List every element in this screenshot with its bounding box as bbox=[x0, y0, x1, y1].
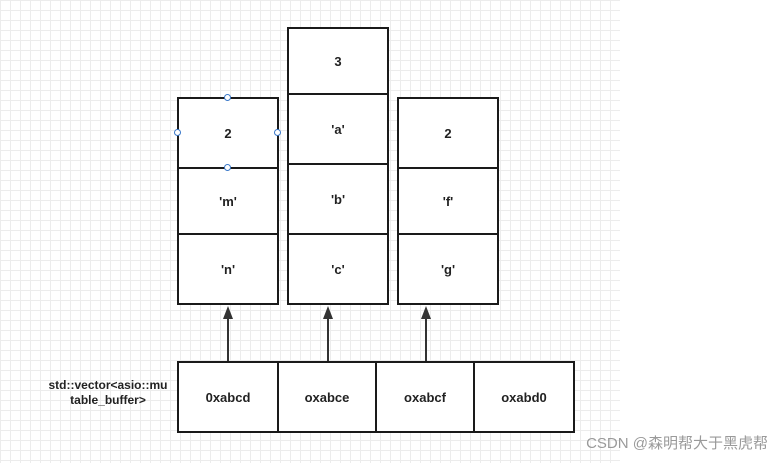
arrow-head bbox=[323, 306, 333, 319]
diagram-canvas: 2 'm' 'n' 3 'a' 'b' 'c' 2 'f' 'g' std::v… bbox=[0, 0, 620, 463]
watermark-text: CSDN @森明帮大于黑虎帮 bbox=[586, 435, 768, 452]
block-middle-byte-cell: 'a' bbox=[287, 93, 389, 165]
block-middle-byte-cell: 'c' bbox=[287, 233, 389, 305]
block-left-byte-text: 'n' bbox=[220, 261, 236, 277]
block-right-size-text: 2 bbox=[444, 125, 452, 141]
block-right-byte-cell: 'g' bbox=[397, 233, 499, 305]
block-middle-size-text: 3 bbox=[334, 53, 342, 69]
vector-entry-text: oxabcf bbox=[404, 389, 446, 405]
vector-entry-cell: oxabd0 bbox=[473, 361, 575, 433]
block-right-byte-text: 'g' bbox=[440, 261, 456, 277]
block-middle-byte-text: 'c' bbox=[331, 261, 345, 277]
arrow-head bbox=[223, 306, 233, 319]
block-middle-byte-text: 'a' bbox=[331, 121, 345, 137]
pointer-arrows bbox=[223, 306, 431, 362]
block-middle-size-cell: 3 bbox=[287, 27, 389, 95]
block-middle-byte-text: 'b' bbox=[330, 191, 346, 207]
block-right-size-cell: 2 bbox=[397, 97, 499, 169]
arrow-head bbox=[421, 306, 431, 319]
selection-handle[interactable] bbox=[274, 129, 281, 136]
vector-entry-cell: 0xabcd bbox=[177, 361, 279, 433]
block-left-byte-cell: 'n' bbox=[177, 233, 279, 305]
selection-handle[interactable] bbox=[224, 94, 231, 101]
vector-entry-text: oxabce bbox=[304, 389, 350, 405]
block-left-size-text: 2 bbox=[224, 125, 232, 141]
vector-entry-cell: oxabce bbox=[277, 361, 377, 433]
vector-entry-text: 0xabcd bbox=[205, 389, 251, 405]
vector-entry-text: oxabd0 bbox=[501, 389, 547, 405]
vector-type-label: std::vector<asio::mutable_buffer> bbox=[48, 378, 168, 407]
block-right-byte-text: 'f' bbox=[442, 193, 454, 209]
block-left-byte-text: 'm' bbox=[219, 193, 237, 209]
vector-entry-cell: oxabcf bbox=[375, 361, 475, 433]
block-right-byte-cell: 'f' bbox=[397, 167, 499, 235]
selection-handle[interactable] bbox=[174, 129, 181, 136]
selection-handle[interactable] bbox=[224, 164, 231, 171]
